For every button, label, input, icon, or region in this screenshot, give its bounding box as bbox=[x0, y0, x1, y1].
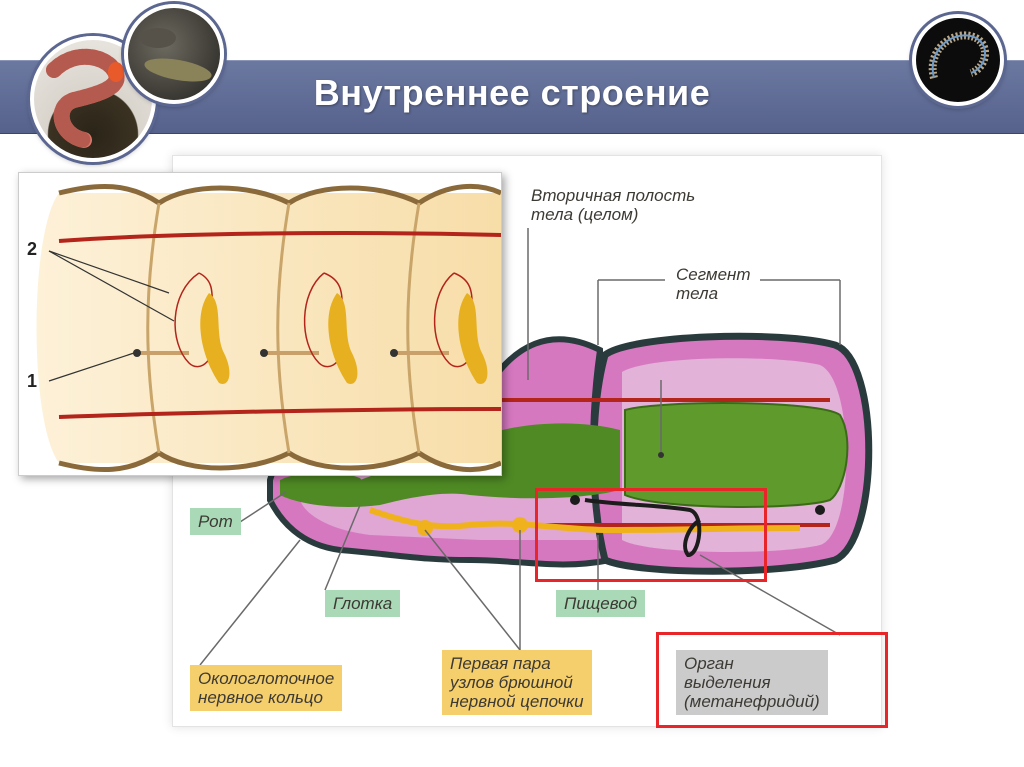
slide-title: Внутреннее строение bbox=[313, 72, 711, 113]
segment-inset-drawing bbox=[19, 173, 501, 475]
polychaete-photo bbox=[912, 14, 1004, 106]
leech-illustration bbox=[140, 28, 212, 82]
excretory-line2: выделения bbox=[684, 673, 771, 692]
pharynx-tag: Глотка bbox=[325, 590, 401, 617]
intestine bbox=[624, 402, 849, 508]
ganglia-tag: Первая пара узлов брюшной нервной цепочк… bbox=[442, 650, 592, 715]
polychaete-illustration bbox=[928, 31, 989, 80]
metanephridium-1 bbox=[133, 272, 230, 384]
mouth-tag: Рот bbox=[190, 508, 241, 535]
leech-photo bbox=[124, 4, 224, 104]
segment-inset: 2 1 bbox=[18, 172, 502, 476]
coelom-label-line1: Вторичная полость bbox=[531, 186, 696, 205]
excretory-organ-tag: Орган выделения (метанефридий) bbox=[676, 650, 828, 715]
ganglia-line3: нервной цепочки bbox=[450, 692, 584, 711]
excretory-line3: (метанефридий) bbox=[684, 692, 820, 711]
segment-label: Сегмент тела bbox=[676, 265, 751, 303]
excretory-highlight-box bbox=[656, 632, 888, 728]
segment-label-line1: Сегмент bbox=[676, 265, 751, 284]
esophagus-tag: Пищевод bbox=[556, 590, 646, 617]
metanephridium-3 bbox=[390, 272, 488, 384]
excretory-line1: Орган bbox=[684, 654, 734, 673]
ganglia-line1: Первая пара bbox=[450, 654, 551, 673]
segment-label-line2: тела bbox=[676, 284, 719, 303]
inset-number-2: 2 bbox=[27, 239, 38, 259]
metanephridium-2 bbox=[260, 272, 358, 384]
coelom-label-line2: тела (целом) bbox=[531, 205, 639, 224]
inset-number-1: 1 bbox=[27, 371, 38, 391]
metanephridium bbox=[584, 498, 702, 558]
nerve-ring-tag: Окологлоточное нервное кольцо bbox=[190, 665, 343, 711]
earthworm-illustration bbox=[46, 48, 125, 148]
coelom-label: Вторичная полость тела (целом) bbox=[531, 186, 695, 224]
nerve-ring-line2: нервное кольцо bbox=[198, 688, 323, 707]
esophagus-highlight-box bbox=[535, 488, 767, 582]
nerve-ring-line1: Окологлоточное bbox=[198, 669, 335, 688]
ganglia-line2: узлов брюшной bbox=[450, 673, 573, 692]
